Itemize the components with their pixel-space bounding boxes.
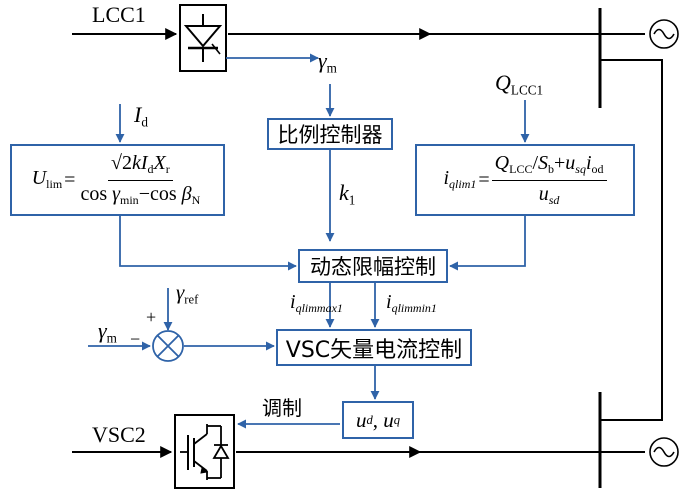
iqlim-to-limiter-line [449,216,526,271]
lcc1-label: LCC1 [92,2,146,27]
vsc2-label: VSC2 [92,422,146,447]
proportional-controller-label: 比例控制器 [277,123,383,147]
lcc1-thyristor-block [179,4,227,72]
iq-max-label: iqlimmax1 [290,291,343,316]
gamma-ref-label: γref [176,280,199,307]
iqlim-formula: iqlim1 = QLCC/Sb+usqiod usd [443,152,607,207]
summing-junction [152,330,184,362]
dynamic-limiter-block: 动态限幅控制 [298,249,448,283]
vsc2-ac-source-icon [649,437,679,467]
control-signal-lines [88,53,530,429]
ulim-formula: Ulim = √2kIdXr cos γmin−cos βN [31,152,201,207]
bus-link-line [600,59,663,421]
proportional-controller-block: 比例控制器 [267,118,393,150]
k1-label: k1 [339,180,356,208]
id-label: Id [134,102,148,130]
gamma-m-left-label: γm [98,318,117,346]
q-lcc1-label: QLCC1 [495,70,544,98]
vsc-current-control-block: VSC矢量电流控制 [276,329,472,366]
ulim-to-limiter-line [119,216,297,271]
minus-sign: − [130,329,141,349]
iqlim-formula-block: iqlim1 = QLCC/Sb+usqiod usd [415,144,635,216]
ulim-formula-block: Ulim = √2kIdXr cos γmin−cos βN [10,144,225,216]
lcc1-ac-source-icon [649,19,679,49]
modulation-label: 调制 [262,396,302,420]
iq-min-label: iqlimmin1 [386,291,437,316]
dynamic-limiter-label: 动态限幅控制 [310,255,436,279]
vsc-current-control-label: VSC矢量电流控制 [285,337,463,363]
vsc2-igbt-block [174,414,235,489]
plus-sign: + [146,307,157,327]
gamma-m-top-label: γm [318,48,337,76]
